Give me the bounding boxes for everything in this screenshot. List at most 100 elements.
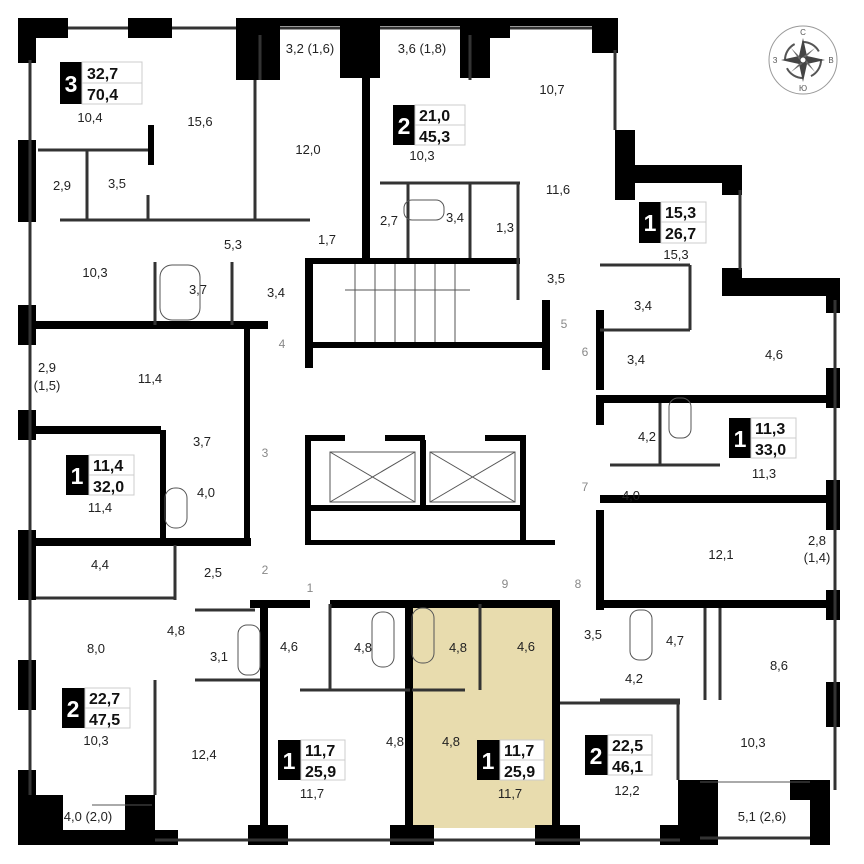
room-area: 3,4 xyxy=(446,210,464,225)
room-count: 1 xyxy=(734,426,747,452)
room-area: 10,3 xyxy=(83,733,108,748)
total-area: 25,9 xyxy=(305,764,336,781)
room-area: 4,6 xyxy=(765,347,783,362)
total-area: 46,1 xyxy=(612,759,643,776)
total-area: 32,0 xyxy=(93,479,124,496)
room-area: 4,8 xyxy=(167,623,185,638)
compass-east: В xyxy=(828,56,833,65)
living-area: 11,7 xyxy=(504,743,534,760)
walls xyxy=(18,18,840,845)
room-count: 2 xyxy=(398,113,411,139)
living-area: 11,7 xyxy=(305,743,335,760)
living-area: 21,0 xyxy=(419,108,450,125)
total-area: 26,7 xyxy=(665,226,696,243)
room-area: 3,4 xyxy=(627,352,645,367)
balcony-area: 3,2 (1,6) xyxy=(286,41,334,56)
total-area: 47,5 xyxy=(89,712,120,729)
room-area: 8,6 xyxy=(770,658,788,673)
room-area: 10,3 xyxy=(82,265,107,280)
living-area: 22,7 xyxy=(89,691,120,708)
balcony-area: 4,0 (2,0) xyxy=(64,809,112,824)
door-number: 8 xyxy=(575,577,582,591)
room-area: 11,4 xyxy=(88,500,112,515)
room-count: 1 xyxy=(71,463,84,489)
door-number: 7 xyxy=(582,480,589,494)
balcony-area-reduced: (1,5) xyxy=(34,378,61,393)
apartment-badge: 1 15,3 26,7 xyxy=(639,201,707,244)
room-area: 1,3 xyxy=(496,220,514,235)
door-number: 4 xyxy=(279,337,286,351)
room-area: 4,4 xyxy=(91,557,109,572)
compass-north: С xyxy=(800,28,806,37)
room-count: 2 xyxy=(67,696,80,722)
room-area: 12,2 xyxy=(614,783,639,798)
apartment-door-numbers: 1 2 3 4 5 6 7 8 9 xyxy=(262,317,589,595)
room-area: 10,3 xyxy=(409,148,434,163)
room-area: 15,3 xyxy=(663,247,688,262)
room-count: 1 xyxy=(283,748,296,774)
balcony-area: 2,9 xyxy=(38,360,56,375)
room-area: 4,2 xyxy=(638,429,656,444)
room-area: 8,0 xyxy=(87,641,105,656)
room-area: 2,7 xyxy=(380,213,398,228)
room-area: 5,3 xyxy=(224,237,242,252)
room-area: 4,0 xyxy=(622,488,640,503)
room-area: 3,5 xyxy=(584,627,602,642)
door-number: 5 xyxy=(561,317,568,331)
room-area: 10,7 xyxy=(539,82,564,97)
room-area: 3,1 xyxy=(210,649,228,664)
compass-icon: С В Ю З xyxy=(768,25,838,95)
room-area: 3,7 xyxy=(189,282,207,297)
highlighted-apartment-fill xyxy=(410,604,556,828)
door-number: 3 xyxy=(262,446,269,460)
room-area: 10,4 xyxy=(77,110,102,125)
apartment-badge: 2 22,5 46,1 xyxy=(585,734,653,776)
total-area: 45,3 xyxy=(419,129,450,146)
apartment-badge: 1 11,7 25,9 xyxy=(278,739,346,781)
room-area: 11,7 xyxy=(498,786,522,801)
room-count: 1 xyxy=(644,210,657,236)
room-area: 4,6 xyxy=(517,639,535,654)
room-area: 2,5 xyxy=(204,565,222,580)
total-area: 70,4 xyxy=(87,87,118,104)
room-area: 4,7 xyxy=(666,633,684,648)
room-area: 11,6 xyxy=(546,182,570,197)
total-area: 33,0 xyxy=(755,442,786,459)
compass-west: З xyxy=(773,56,778,65)
living-area: 22,5 xyxy=(612,738,643,755)
balcony-area-reduced: (1,4) xyxy=(804,550,831,565)
room-area: 3,5 xyxy=(108,176,126,191)
door-number: 2 xyxy=(262,563,269,577)
door-number: 1 xyxy=(307,581,314,595)
apartment-badge: 3 32,7 70,4 xyxy=(60,61,143,105)
room-area: 12,0 xyxy=(295,142,320,157)
room-area: 11,3 xyxy=(752,466,776,481)
room-area: 11,7 xyxy=(300,786,324,801)
room-area: 4,6 xyxy=(280,639,298,654)
room-area: 11,4 xyxy=(138,371,162,386)
room-area: 4,2 xyxy=(625,671,643,686)
room-area: 4,8 xyxy=(386,734,404,749)
room-area: 15,6 xyxy=(187,114,212,129)
room-area: 3,7 xyxy=(193,434,211,449)
room-area: 4,8 xyxy=(449,640,467,655)
room-count: 3 xyxy=(65,71,78,97)
door-number: 9 xyxy=(502,577,509,591)
living-area: 11,3 xyxy=(755,421,785,438)
room-area: 3,4 xyxy=(634,298,652,313)
room-labels: 10,4 15,6 12,0 3,2 (1,6) 3,6 (1,8) 10,3 … xyxy=(34,41,831,824)
room-area: 12,1 xyxy=(708,547,733,562)
apartment-badge-selected[interactable]: 1 11,7 25,9 xyxy=(477,739,545,781)
total-area: 25,9 xyxy=(504,764,535,781)
apartment-badge: 1 11,4 32,0 xyxy=(66,454,135,496)
balcony-area: 5,1 (2,6) xyxy=(738,809,786,824)
room-area: 3,4 xyxy=(267,285,285,300)
room-count: 1 xyxy=(482,748,495,774)
room-area: 1,7 xyxy=(318,232,336,247)
living-area: 15,3 xyxy=(665,205,696,222)
balcony-area: 2,8 xyxy=(808,533,826,548)
room-area: 4,8 xyxy=(442,734,460,749)
apartment-badge: 2 21,0 45,3 xyxy=(393,104,466,146)
living-area: 32,7 xyxy=(87,66,118,83)
